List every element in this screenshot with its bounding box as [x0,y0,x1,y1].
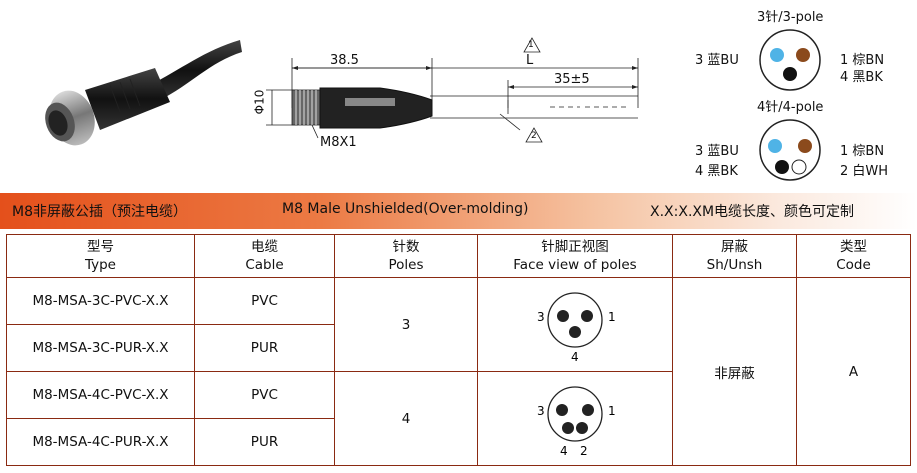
banner-left: M8非屏蔽公插（预注电缆） [12,204,187,220]
face4-label-2: 2 [580,444,588,458]
thread-label: M8X1 [320,135,357,150]
face4-label-1: 1 [608,404,616,418]
pinout-3-right-1: 4 黑BK [840,70,883,85]
pinout-4-left-0: 3 蓝BU [695,144,739,159]
face3-label-3: 3 [537,310,545,324]
pin-1-brown [798,139,812,153]
dim-total-length: 38.5 [330,53,359,68]
cell-shield: 非屏蔽 [672,277,797,466]
thread-note: 2 [531,131,537,141]
pin-2-white [791,159,807,175]
face-view-4-pole: 3 1 4 2 [537,385,616,458]
banner-center: M8 Male Unshielded(Over-molding) [282,201,529,217]
dim-l-note: 1 [528,40,534,50]
cell-face-4: 3 1 4 2 [477,371,673,466]
pinout-3-title: 3针/3-pole [757,10,824,25]
face3-label-4: 4 [571,350,579,364]
cell-cable: PUR [194,324,335,372]
pinout-3-right-0: 1 棕BN [840,53,885,68]
pinout-4-diagram [759,119,821,181]
pin-3-blue [768,139,782,153]
table-row: M8-MSA-4C-PVC-X.X PVC 4 3 1 4 2 [6,371,911,466]
cell-poles-4: 4 [334,371,478,466]
cell-poles-3: 3 [334,277,478,372]
connector-photo [45,40,242,146]
cell-type: M8-MSA-4C-PUR-X.X [6,418,195,466]
banner-right: X.X:X.XM电缆长度、颜色可定制 [650,204,855,220]
dim-sub: 35±5 [554,72,590,87]
pinout-3-left-0: 3 蓝BU [695,53,739,68]
cell-code: A [796,277,911,466]
cell-cable: PVC [194,371,335,419]
cell-cable: PVC [194,277,335,325]
face3-label-1: 1 [608,310,616,324]
pinout-4-left-1: 4 黑BK [695,164,738,179]
cell-type: M8-MSA-3C-PUR-X.X [6,324,195,372]
table-row: M8-MSA-4C-PUR-X.X PUR [6,418,911,466]
table-row: M8-MSA-3C-PUR-X.X PUR [6,324,911,372]
pinout-4-right-0: 1 棕BN [840,144,885,159]
pin-4-black [783,67,797,81]
dimension-drawing [266,37,639,143]
pinout-4-right-1: 2 白WH [840,164,889,179]
cell-cable: PUR [194,418,335,466]
pinout-4-title: 4针/4-pole [757,100,824,115]
pin-1-brown [796,48,810,62]
pinout-3-diagram [759,29,821,91]
dim-l: L [526,53,534,68]
cell-type: M8-MSA-3C-PVC-X.X [6,277,195,325]
face4-label-4: 4 [560,444,568,458]
pin-3-blue [770,48,784,62]
face4-label-3: 3 [537,404,545,418]
face-view-3-pole: 3 1 4 [537,291,616,364]
table-row: M8-MSA-3C-PVC-X.X PVC 3 3 1 4 非屏蔽 A [6,277,911,466]
section-banner: M8非屏蔽公插（预注电缆） M8 Male Unshielded(Over-mo… [0,193,917,229]
cell-face-3: 3 1 4 [477,277,673,372]
cell-type: M8-MSA-4C-PVC-X.X [6,371,195,419]
pin-4-black [775,160,789,174]
dim-diameter: Φ10 [252,89,267,115]
